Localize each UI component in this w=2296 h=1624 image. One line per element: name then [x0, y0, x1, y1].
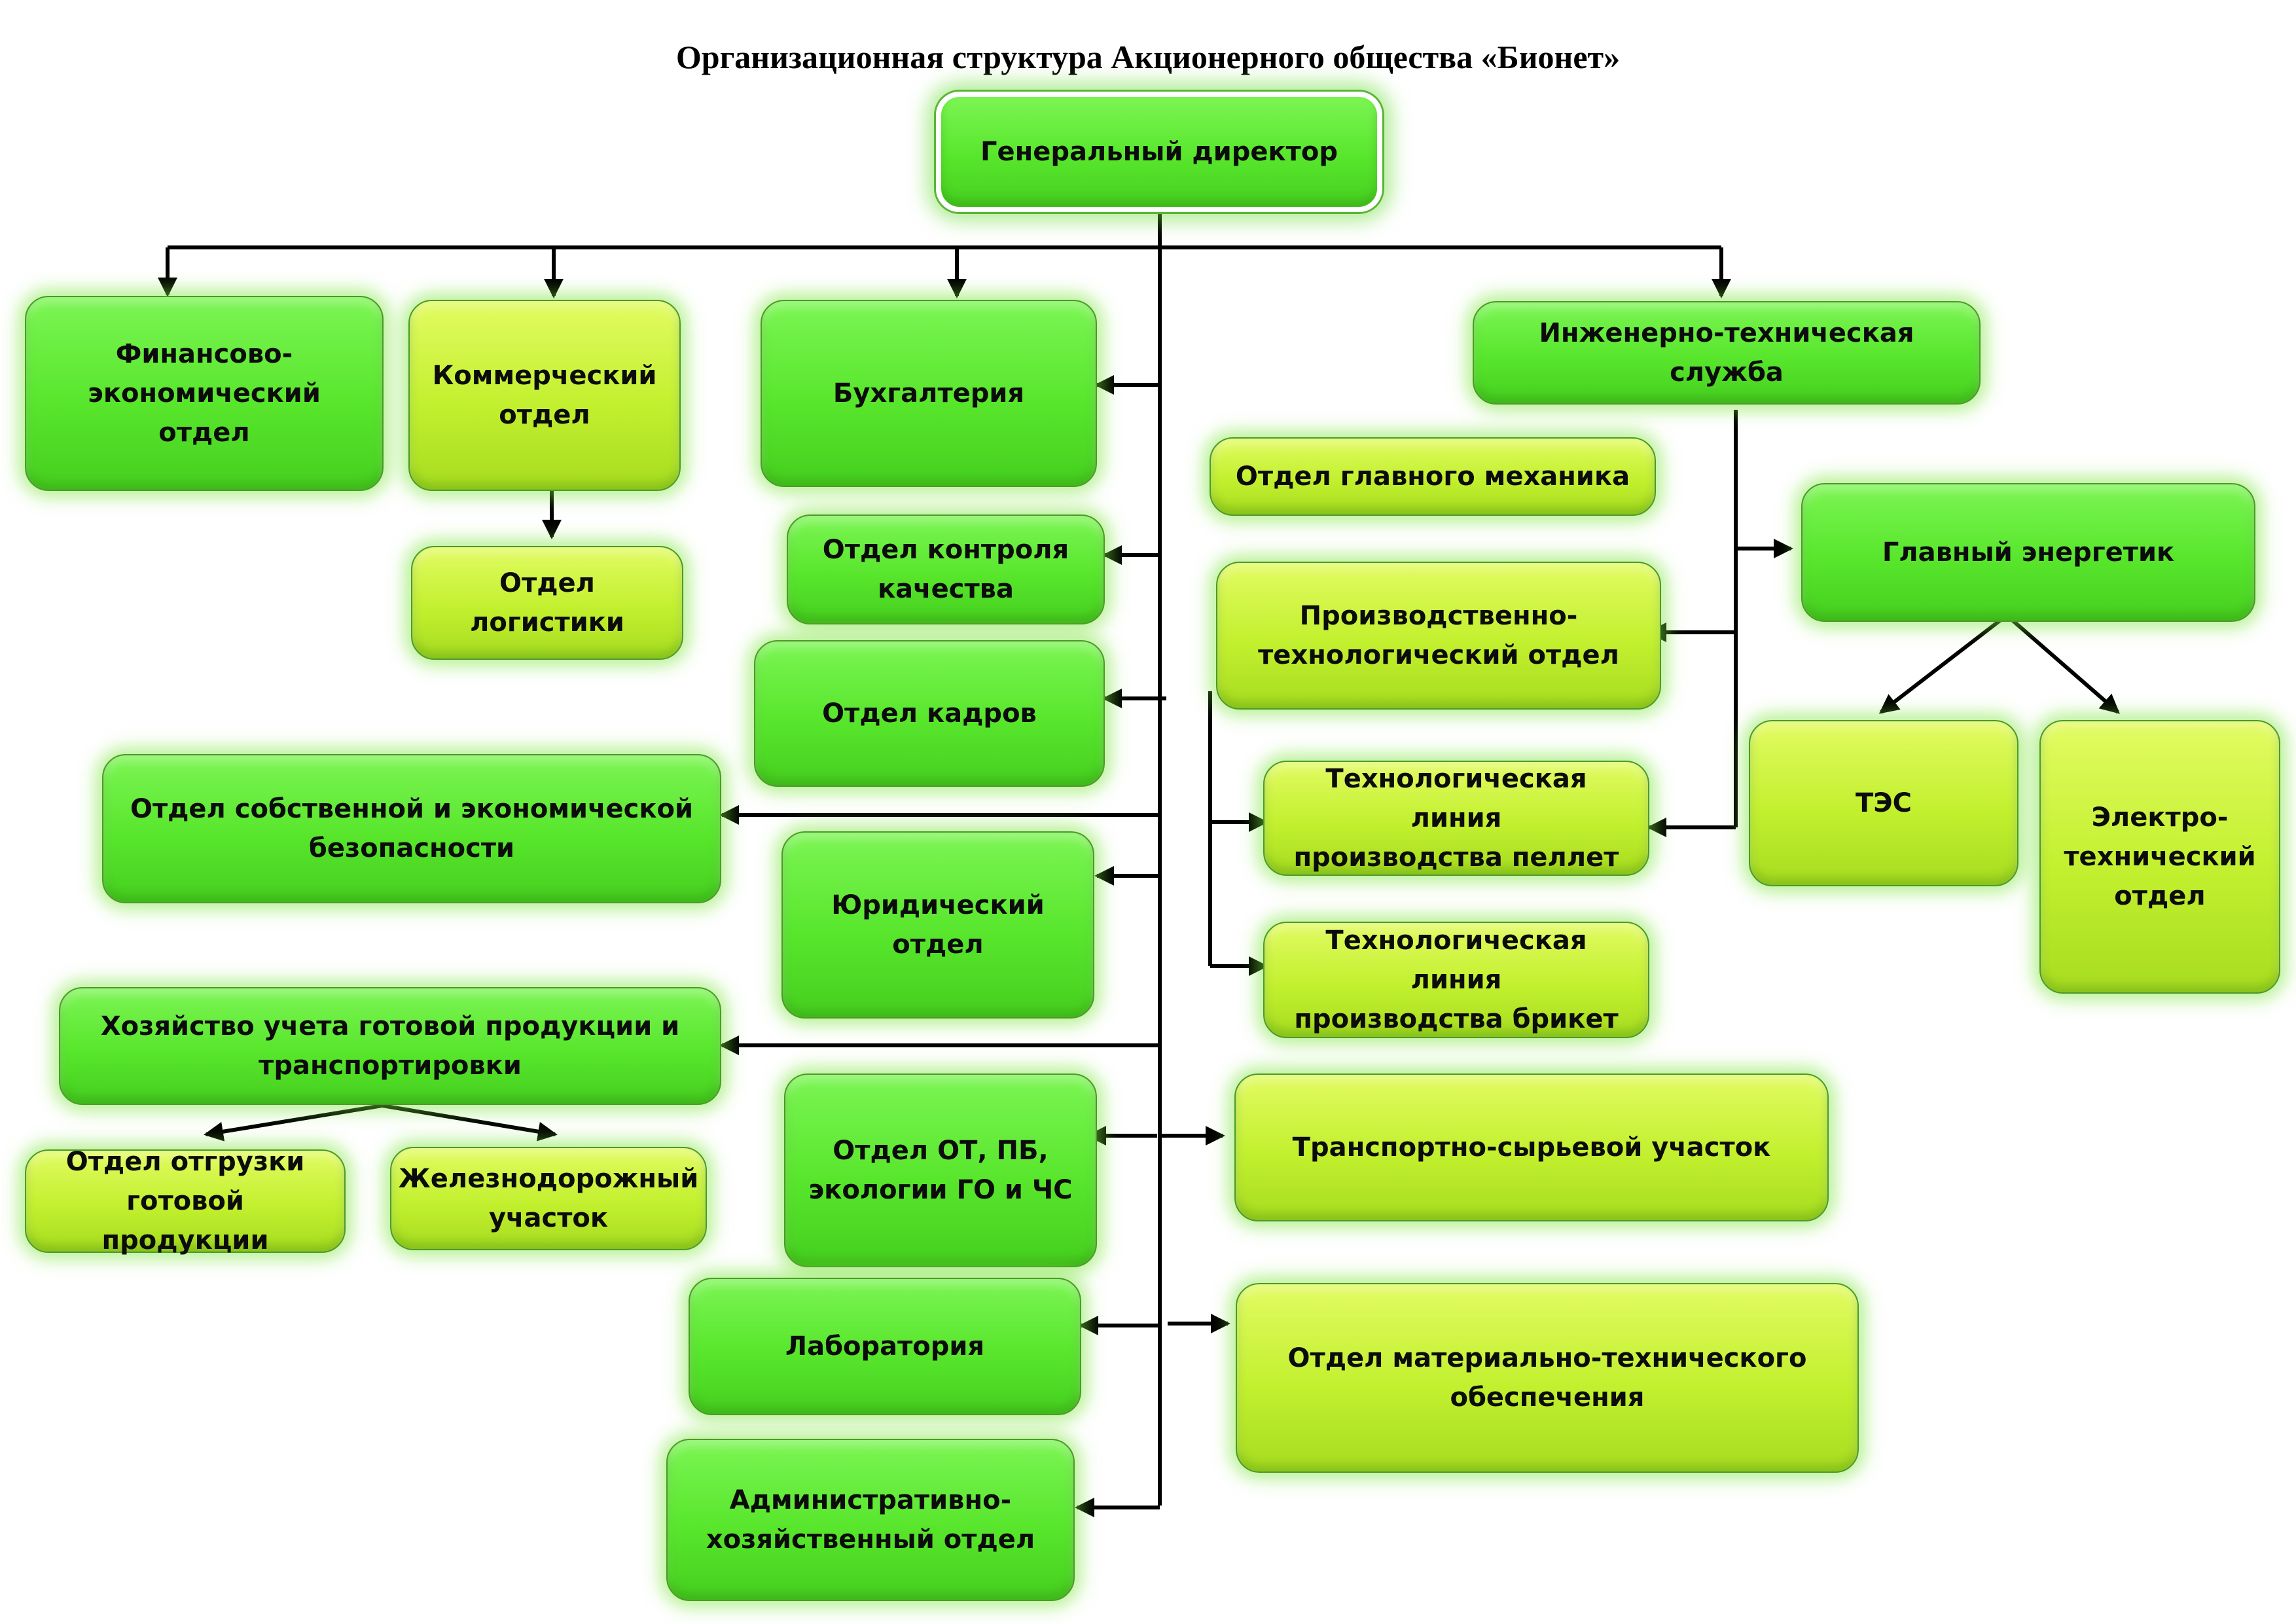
accounting-box: Бухгалтерия — [761, 300, 1097, 487]
to-tes — [1878, 613, 2008, 714]
warehouse-transport-box: Хозяйство учета готовой продукции и тран… — [59, 987, 721, 1105]
to-electrotech — [2005, 613, 2121, 714]
supply-department-box: Отдел материально-технического обеспечен… — [1236, 1283, 1859, 1473]
to-railway — [382, 1104, 558, 1142]
admin-department-box: Административно- хозяйственный отдел — [666, 1439, 1075, 1601]
briquette-line-box: Технологическая линия производства брике… — [1263, 922, 1649, 1038]
ohs-department-box: Отдел ОТ, ПБ, экологии ГО и ЧС — [784, 1074, 1097, 1267]
to-shipping — [204, 1104, 383, 1142]
tes-box: ТЭС — [1749, 720, 2018, 886]
chief-mechanic-box: Отдел главного механика — [1210, 437, 1656, 516]
chart-title: Организационная структура Акционерного о… — [675, 39, 1621, 75]
laboratory-box: Лаборатория — [689, 1278, 1081, 1415]
finance-department-box: Финансово- экономический отдел — [25, 296, 384, 491]
quality-control-box: Отдел контроля качества — [787, 514, 1105, 624]
pellet-line-box: Технологическая линия производства пелле… — [1263, 761, 1649, 876]
chief-energy-box: Главный энергетик — [1801, 483, 2255, 622]
commercial-department-box: Коммерческий отдел — [408, 300, 681, 491]
transport-raw-section-box: Транспортно-сырьевой участок — [1234, 1074, 1829, 1221]
railway-section-box: Железнодорожный участок — [390, 1147, 707, 1250]
production-tech-box: Производственно- технологический отдел — [1216, 562, 1661, 710]
security-department-box: Отдел собственной и экономической безопа… — [102, 754, 721, 903]
legal-department-box: Юридический отдел — [781, 831, 1094, 1019]
electrotech-department-box: Электро- технический отдел — [2039, 720, 2280, 994]
general-director-box: Генеральный директор — [936, 92, 1382, 212]
logistics-department-box: Отдел логистики — [411, 546, 683, 660]
engineering-service-box: Инженерно-техническая служба — [1473, 301, 1981, 405]
shipping-department-box: Отдел отгрузки готовой продукции — [25, 1147, 346, 1255]
hr-department-box: Отдел кадров — [754, 640, 1105, 787]
